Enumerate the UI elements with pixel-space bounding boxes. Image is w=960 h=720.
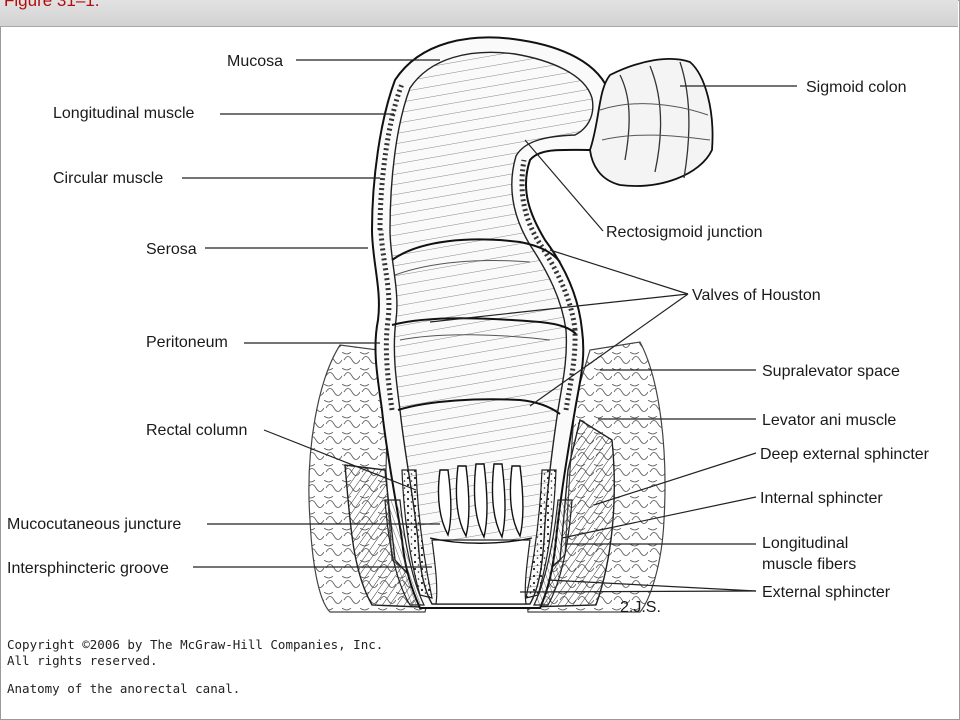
label-intersphincteric-groove: Intersphincteric groove: [7, 560, 169, 577]
sigmoid-colon: [589, 57, 714, 187]
valves-of-houston: [391, 238, 577, 415]
label-rectosigmoid-junction: Rectosigmoid junction: [606, 224, 763, 241]
external-sphincter-left: [384, 499, 425, 606]
label-mucocutaneous-juncture: Mucocutaneous juncture: [7, 516, 181, 533]
label-valves-of-houston: Valves of Houston: [692, 287, 821, 304]
label-sigmoid-colon: Sigmoid colon: [806, 79, 907, 96]
label-external-sphincter: External sphincter: [762, 584, 891, 601]
leader-lines: [182, 59, 797, 593]
artist-signature: 2.J.S.: [620, 599, 661, 616]
label-longitudinal-muscle-fibers-line1: Longitudinal: [762, 535, 848, 552]
dentate-line: [429, 537, 533, 544]
label-internal-sphincter: Internal sphincter: [760, 490, 883, 507]
label-mucosa: Mucosa: [227, 53, 283, 70]
rectal-wall-layer-left: [377, 83, 405, 411]
figure-caption: Anatomy of the anorectal canal.: [7, 681, 241, 696]
figure-header-bar: Figure 31–1.: [0, 0, 958, 27]
figure-title: Figure 31–1.: [4, 0, 100, 10]
label-circular-muscle: Circular muscle: [53, 170, 163, 187]
anorectal-anatomy-diagram: 2.J.S. Mucosa Longitudinal muscle Circul…: [7, 36, 930, 616]
label-longitudinal-muscle: Longitudinal muscle: [53, 105, 195, 122]
copyright-text: Copyright ©2006 by The McGraw-Hill Compa…: [7, 637, 384, 652]
label-peritoneum: Peritoneum: [146, 334, 228, 351]
label-longitudinal-muscle-fibers-line2: muscle fibers: [762, 556, 856, 573]
label-levator-ani-muscle: Levator ani muscle: [762, 412, 896, 429]
rights-text: All rights reserved.: [7, 653, 158, 668]
label-rectal-column: Rectal column: [146, 422, 247, 439]
rectal-columns: [437, 463, 524, 539]
label-supralevator-space: Supralevator space: [762, 363, 900, 380]
label-serosa: Serosa: [146, 241, 197, 258]
label-deep-external-sphincter: Deep external sphincter: [760, 446, 930, 463]
rectal-wall-layer-right: [519, 159, 578, 411]
anal-canal: [431, 539, 531, 605]
rectal-lumen: [389, 51, 594, 605]
external-sphincter-right: [533, 499, 573, 606]
internal-sphincter-left: [401, 469, 433, 599]
